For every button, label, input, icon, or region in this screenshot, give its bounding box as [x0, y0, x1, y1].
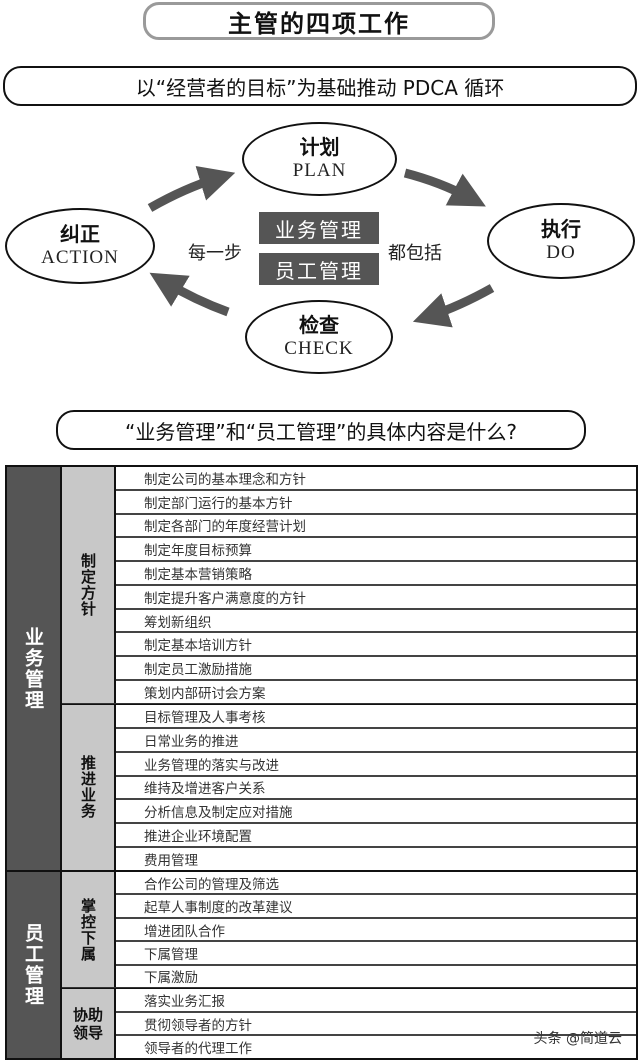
node-action-cn: 纠正 [60, 222, 100, 246]
page-title: 主管的四项工作 [143, 2, 495, 40]
node-do-cn: 执行 [541, 217, 581, 241]
arrow-check-to-action [149, 272, 230, 317]
group-manage-subordinates: 掌控下属 合作公司的管理及筛选 起草人事制度的改革建议 增进团队合作 下属管理 … [62, 872, 636, 988]
watermark: 头条 @简道云 [533, 1031, 622, 1047]
table-row: 下属激励 [144, 970, 198, 987]
center-tag-staff: 员工管理 [259, 253, 379, 285]
table-row: 制定员工激励措施 [116, 657, 636, 682]
question-heading: “业务管理”和“员工管理”的具体内容是什么? [56, 410, 586, 450]
center-right-text: 都包括 [388, 243, 442, 264]
group-set-policy: 制定方针 制定公司的基本理念和方针 制定部门运行的基本方针 制定各部门的年度经营… [62, 467, 636, 704]
table-row: 制定年度目标预算 [116, 538, 636, 563]
table-row: 日常业务的推进 [116, 729, 636, 753]
subcategory-assist-leader: 协助领导 [62, 989, 116, 1058]
node-check-en: CHECK [284, 338, 354, 359]
table-row: 增进团队合作 [116, 919, 636, 943]
table-row: 起草人事制度的改革建议 [116, 895, 636, 919]
table-row: 制定部门运行的基本方针 [116, 491, 636, 515]
node-do-en: DO [546, 242, 576, 263]
subcategory-set-policy: 制定方针 [62, 467, 116, 703]
table-row: 制定提升客户满意度的方针 [116, 586, 636, 610]
subcategory-manage-subordinates: 掌控下属 [62, 872, 116, 987]
table-row: 下属管理 [116, 942, 636, 966]
table-row: 策划内部研讨会方案 [144, 685, 266, 702]
items-advance-business: 目标管理及人事考核 日常业务的推进 业务管理的落实与改进 维持及增进客户关系 分… [116, 705, 636, 870]
main-category-column: 业务管理 员工管理 [7, 467, 62, 1058]
table-row: 推进企业环境配置 [116, 824, 636, 849]
arrow-action-to-plan [147, 165, 236, 212]
table-row: 落实业务汇报 [116, 989, 636, 1013]
table-row: 业务管理的落实与改进 [116, 753, 636, 777]
center-tag-business: 业务管理 [259, 212, 379, 244]
responsibilities-table: 业务管理 员工管理 制定方针 制定公司的基本理念和方针 制定部门运行的基本方针 … [5, 465, 638, 1060]
items-assist-leader: 落实业务汇报 贯彻领导者的方针 领导者的代理工作 [116, 989, 636, 1058]
group-advance-business: 推进业务 目标管理及人事考核 日常业务的推进 业务管理的落实与改进 维持及增进客… [62, 703, 636, 870]
page-subtitle: 以“经营者的目标”为基础推动 PDCA 循环 [3, 66, 637, 106]
section-staff-management: 掌控下属 合作公司的管理及筛选 起草人事制度的改革建议 增进团队合作 下属管理 … [62, 872, 636, 1058]
category-business-management: 业务管理 [7, 467, 62, 872]
node-action-en: ACTION [41, 247, 119, 268]
table-row: 费用管理 [144, 853, 198, 870]
table-row: 制定各部门的年度经营计划 [116, 515, 636, 539]
node-plan: 计划 PLAN [242, 122, 397, 196]
items-manage-subordinates: 合作公司的管理及筛选 起草人事制度的改革建议 增进团队合作 下属管理 下属激励 [116, 872, 636, 987]
table-row: 维持及增进客户关系 [116, 777, 636, 801]
table-row: 制定基本培训方针 [116, 633, 636, 658]
node-plan-cn: 计划 [299, 135, 340, 159]
items-set-policy: 制定公司的基本理念和方针 制定部门运行的基本方针 制定各部门的年度经营计划 制定… [116, 467, 636, 703]
table-row: 制定基本营销策略 [116, 562, 636, 586]
center-left-text: 每一步 [188, 243, 242, 264]
arrow-do-to-check [412, 284, 495, 328]
pdca-cycle-diagram: 计划 PLAN 执行 DO 检查 CHECK 纠正 ACTION 每一步 业务管… [0, 110, 640, 410]
table-row: 筹划新组织 [116, 610, 636, 634]
table-body: 制定方针 制定公司的基本理念和方针 制定部门运行的基本方针 制定各部门的年度经营… [62, 467, 636, 1058]
table-row: 合作公司的管理及筛选 [116, 872, 636, 896]
table-row: 目标管理及人事考核 [116, 705, 636, 729]
node-plan-en: PLAN [292, 160, 347, 181]
node-do: 执行 DO [487, 203, 635, 279]
node-action: 纠正 ACTION [5, 208, 155, 284]
table-row: 贯彻领导者的方针 [116, 1013, 636, 1037]
category-staff-management: 员工管理 [7, 872, 62, 1058]
node-check-cn: 检查 [299, 313, 339, 337]
table-row: 制定公司的基本理念和方针 [116, 467, 636, 491]
subcategory-advance-business: 推进业务 [62, 704, 116, 870]
arrow-plan-to-do [403, 168, 486, 207]
group-assist-leader: 协助领导 落实业务汇报 贯彻领导者的方针 领导者的代理工作 [62, 988, 636, 1058]
node-check: 检查 CHECK [245, 300, 393, 374]
table-row: 领导者的代理工作 [144, 1041, 252, 1058]
section-business-management: 制定方针 制定公司的基本理念和方针 制定部门运行的基本方针 制定各部门的年度经营… [62, 467, 636, 872]
cycle-arrows [147, 165, 495, 328]
table-row: 分析信息及制定应对措施 [116, 800, 636, 825]
